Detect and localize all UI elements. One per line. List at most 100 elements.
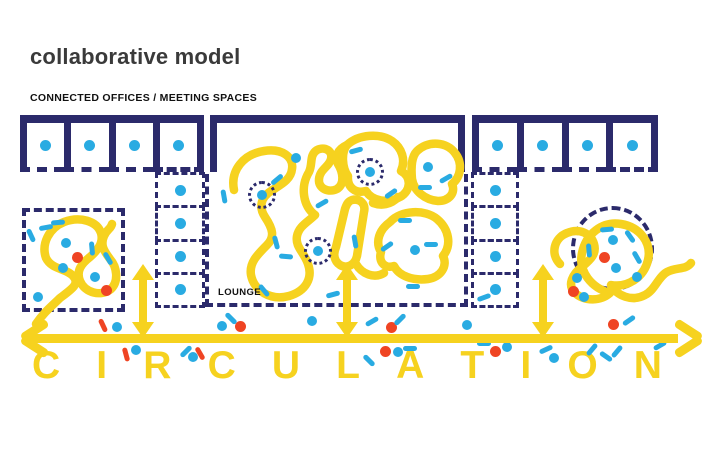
office-cell — [606, 123, 658, 172]
person-dot-red — [489, 345, 501, 357]
offices-right — [472, 115, 658, 172]
arrowhead-down — [132, 322, 154, 338]
movement-dash — [621, 313, 637, 327]
circulation-letter: R — [143, 344, 172, 387]
person-dot — [217, 321, 227, 331]
person-dot — [313, 246, 323, 256]
person-dot — [33, 292, 43, 302]
person-dot — [611, 263, 621, 273]
circulation-letter: C — [207, 344, 236, 387]
person-dot — [365, 167, 375, 177]
ringed-person-dot — [248, 181, 276, 209]
movement-dash — [403, 345, 417, 351]
person-dot — [393, 347, 403, 357]
page-title: collaborative model — [30, 44, 241, 69]
person-dot-red — [567, 285, 579, 297]
movement-dash — [364, 315, 380, 327]
person-dot — [423, 162, 433, 172]
office-cells — [20, 123, 204, 172]
dashed-cells-right — [471, 172, 519, 308]
office-cell — [152, 123, 204, 172]
ringed-person-dot — [356, 158, 384, 186]
movement-dash — [406, 283, 420, 289]
office-top-wall — [472, 115, 658, 123]
person-dot — [112, 322, 122, 332]
lounge-dashed-zone — [205, 174, 468, 307]
circulation-letter: L — [336, 344, 360, 387]
arrowhead-down — [336, 322, 358, 338]
movement-dash — [418, 184, 432, 190]
meeting-cell — [155, 238, 205, 275]
lounge-label: LOUNGE — [218, 287, 262, 298]
person-dot — [131, 345, 141, 355]
office-cell — [108, 123, 153, 172]
office-cells — [472, 123, 658, 172]
person-dot — [188, 352, 198, 362]
office-top-wall — [20, 115, 204, 123]
dashed-cells-left — [155, 172, 205, 308]
meeting-cell — [155, 271, 205, 308]
person-dot — [489, 217, 501, 229]
person-dot — [626, 139, 638, 151]
arrowhead-up — [532, 264, 554, 280]
person-dot — [84, 139, 96, 151]
connected-offices-label: CONNECTED OFFICES / MEETING SPACES — [30, 92, 258, 104]
arrow-shaft — [343, 280, 351, 322]
person-dot — [128, 139, 140, 151]
office-cell — [472, 123, 517, 172]
movement-dash — [424, 241, 438, 247]
person-dot — [632, 272, 642, 282]
movement-dash — [278, 252, 294, 260]
person-dot — [581, 139, 593, 151]
person-dot — [489, 284, 501, 296]
person-dot — [257, 190, 267, 200]
vertical-flow-arrow — [335, 264, 359, 338]
meeting-cell — [155, 205, 205, 242]
person-dot — [172, 139, 184, 151]
person-dot — [502, 342, 512, 352]
person-dot-red — [100, 284, 112, 296]
arrow-shaft — [139, 280, 147, 322]
office-cell — [20, 123, 65, 172]
circulation-letter: I — [96, 344, 108, 387]
offices-left — [20, 115, 204, 172]
movement-dash-red — [97, 317, 109, 333]
person-dot-red — [379, 345, 391, 357]
person-dot — [174, 217, 186, 229]
meeting-cell — [471, 238, 519, 275]
arrowhead-down — [532, 322, 554, 338]
person-dot — [462, 320, 472, 330]
person-dot — [174, 184, 186, 196]
circulation-letter: I — [520, 344, 532, 387]
person-dot-red — [234, 320, 246, 332]
meeting-cell — [471, 271, 519, 308]
person-dot — [40, 139, 52, 151]
arrowhead-up — [336, 264, 358, 280]
movement-dash — [398, 217, 412, 223]
movement-dash — [599, 225, 615, 233]
movement-dash — [393, 312, 407, 326]
person-dot — [579, 292, 589, 302]
office-cell — [64, 123, 109, 172]
person-dot — [489, 251, 501, 263]
person-dot — [174, 284, 186, 296]
arrowhead-up — [132, 264, 154, 280]
person-dot-red — [71, 251, 83, 263]
person-dot — [307, 316, 317, 326]
person-dot — [174, 251, 186, 263]
person-dot-red — [598, 251, 610, 263]
person-dot — [61, 238, 71, 248]
meeting-cell — [471, 172, 519, 209]
person-dot — [489, 184, 501, 196]
arrow-shaft — [539, 280, 547, 322]
meeting-cell — [471, 205, 519, 242]
person-dot — [492, 139, 504, 151]
meeting-cell — [155, 172, 205, 209]
office-cell — [561, 123, 607, 172]
office-cell — [516, 123, 562, 172]
person-dot — [549, 353, 559, 363]
person-dot — [58, 263, 68, 273]
movement-dash — [50, 218, 66, 226]
